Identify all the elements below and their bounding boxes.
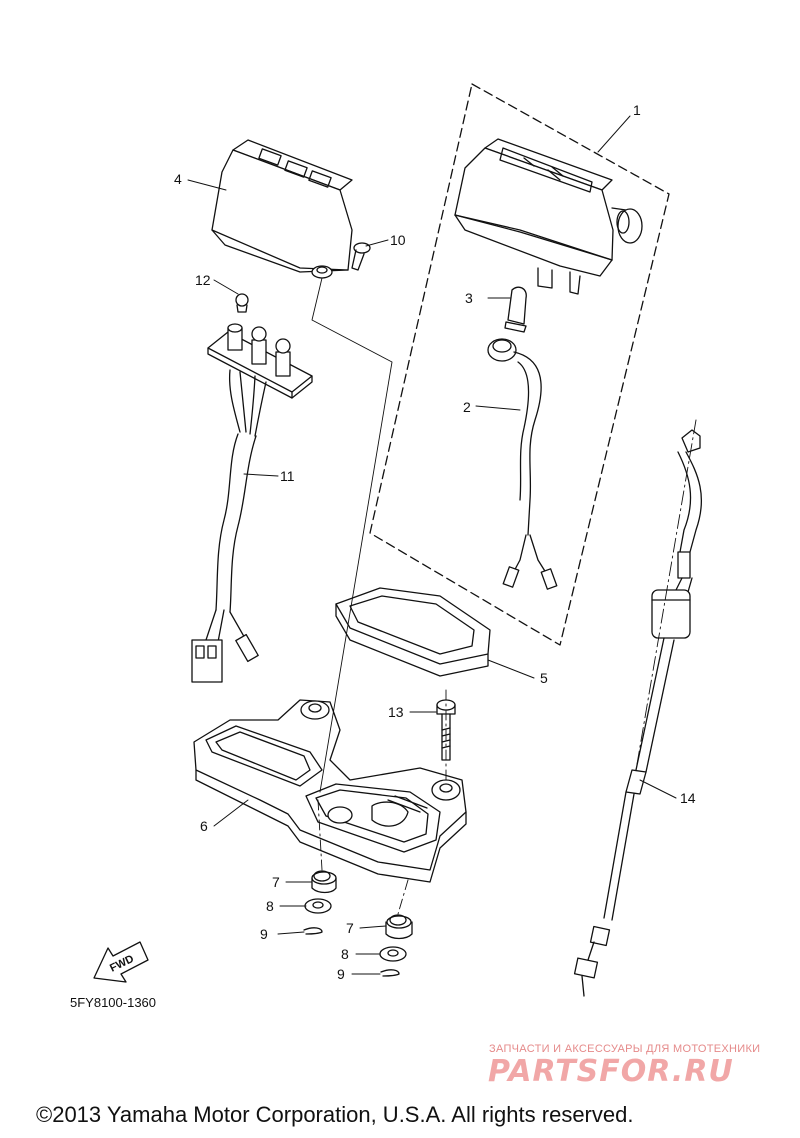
copyright-notice: ©2013 Yamaha Motor Corporation, U.S.A. A… — [36, 1102, 634, 1127]
leader-lines — [187, 115, 677, 975]
part-9-pin-left — [303, 927, 323, 935]
part-9-pin-right — [380, 969, 400, 977]
part-5-gasket — [335, 587, 491, 677]
watermark-tagline: ЗАПЧАСТИ И АКСЕССУАРЫ ДЛЯ МОТОТЕХНИКИ — [489, 1043, 761, 1055]
watermark-brand: PARTSFOR.RU — [488, 1054, 734, 1089]
part-6-bracket — [193, 699, 467, 883]
callout-12: 12 — [195, 272, 211, 288]
part-8-washer-right — [379, 946, 407, 962]
part-10-screw — [351, 242, 371, 271]
callout-14: 14 — [680, 790, 696, 806]
callout-7-left: 7 — [272, 874, 280, 890]
part-4-meter-case — [211, 139, 353, 279]
callout-5: 5 — [540, 670, 548, 686]
callout-6: 6 — [200, 818, 208, 834]
callout-9-right: 9 — [337, 966, 345, 982]
callout-13: 13 — [388, 704, 404, 720]
assembly-dashed-outline — [369, 83, 670, 646]
part-2-lead-wire — [487, 338, 558, 590]
part-1-meter-assembly — [454, 138, 643, 295]
part-12-bulb — [235, 293, 249, 313]
part-14-meter-cable — [573, 429, 703, 997]
centre-lines — [311, 277, 697, 915]
part-7-grommet-right — [385, 914, 413, 940]
part-7-grommet-left — [311, 870, 337, 894]
callout-10: 10 — [390, 232, 406, 248]
part-8-washer-left — [304, 898, 332, 914]
callout-11: 11 — [280, 468, 295, 484]
callout-8-left: 8 — [266, 898, 274, 914]
fwd-arrow — [93, 941, 149, 983]
callout-3: 3 — [465, 290, 473, 306]
part-11-socket-harness — [191, 323, 313, 683]
callout-9-left: 9 — [260, 926, 268, 942]
part-3-bulb — [504, 286, 527, 333]
callout-2: 2 — [463, 399, 471, 415]
diagram-code: 5FY8100-1360 — [70, 995, 157, 1010]
callout-1: 1 — [633, 102, 641, 118]
callout-7-right: 7 — [346, 920, 354, 936]
callout-8-right: 8 — [341, 946, 349, 962]
callout-4: 4 — [174, 171, 182, 187]
